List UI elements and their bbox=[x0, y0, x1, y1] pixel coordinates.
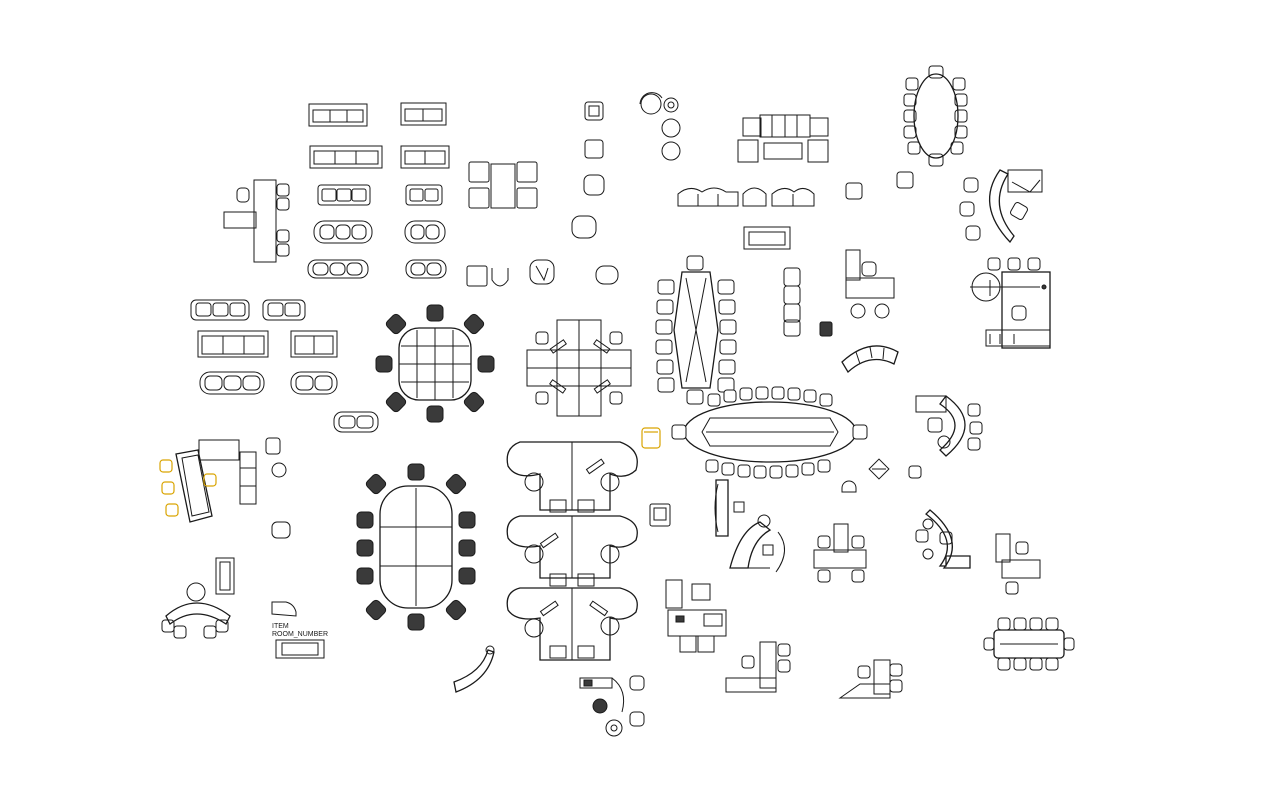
small-conference-table-right bbox=[983, 617, 1075, 671]
armchair-column bbox=[571, 101, 605, 239]
desk-pair-with-chairs bbox=[813, 523, 867, 583]
sofa-three-seat-3 bbox=[317, 184, 371, 206]
cluster-workstation-row-1 bbox=[506, 441, 638, 513]
sofa-three-seat-2 bbox=[309, 145, 383, 169]
four-person-workstation bbox=[526, 319, 632, 417]
executive-desk bbox=[845, 249, 895, 319]
room-number-label: ROOM_NUMBER bbox=[272, 631, 328, 638]
highlighted-chair bbox=[641, 427, 661, 449]
cluster-workstation-row-2 bbox=[506, 515, 638, 587]
sofa-set-top-middle bbox=[737, 114, 829, 163]
curved-workstation-lower-right bbox=[915, 509, 971, 569]
curved-partition bbox=[453, 645, 495, 693]
oval-conference-table-top bbox=[903, 65, 968, 167]
sofa-two-seat-2 bbox=[400, 145, 450, 169]
sofa-three-seat-4 bbox=[313, 220, 373, 244]
square-meeting-table-eight-chairs bbox=[375, 304, 495, 423]
stacked-chairs-column bbox=[783, 267, 833, 337]
desk-chairs-lower-1 bbox=[725, 641, 791, 693]
sofa-curved-row bbox=[677, 187, 815, 207]
l-shaped-office-desk bbox=[970, 257, 1051, 349]
curved-desk-bottom-left bbox=[161, 557, 235, 639]
armchair-single-mid bbox=[649, 503, 671, 527]
cluster-workstation-row-3 bbox=[506, 587, 638, 661]
office-desk-computer bbox=[665, 579, 727, 653]
curved-workstation-left bbox=[159, 437, 291, 539]
sofa-two-seat-5 bbox=[405, 259, 447, 279]
curved-reception-desk bbox=[959, 169, 1043, 244]
lounge-set-four-chairs bbox=[468, 161, 538, 209]
stool-group-top bbox=[639, 92, 681, 161]
lounge-chairs-row bbox=[466, 259, 619, 287]
desk-single-far-right bbox=[995, 533, 1041, 595]
curved-bench bbox=[841, 345, 899, 374]
item-tag-block: ITEM ROOM_NUMBER bbox=[271, 601, 328, 659]
sofa-group-middle-left bbox=[190, 299, 379, 433]
oval-conference-table-horizontal bbox=[671, 386, 868, 479]
boat-conference-table-vertical bbox=[655, 255, 737, 405]
reception-bottom-center bbox=[579, 675, 645, 737]
sofa-three-seat-1 bbox=[308, 103, 368, 127]
curved-desk-right bbox=[915, 395, 983, 457]
item-label: ITEM bbox=[272, 623, 289, 630]
reception-desk-curved bbox=[714, 479, 785, 573]
small-chairs-pair bbox=[845, 171, 914, 200]
small-stools-right bbox=[841, 458, 922, 493]
rounded-conference-table-lower bbox=[356, 463, 476, 631]
sofa-two-seat-1 bbox=[400, 102, 447, 126]
desk-chairs-lower-2 bbox=[838, 659, 903, 699]
sofa-two-seat-3 bbox=[405, 184, 443, 206]
loveseat-small bbox=[743, 226, 791, 250]
workstation-desk-left bbox=[223, 179, 290, 263]
sofa-two-seat-4 bbox=[404, 220, 446, 244]
sofa-three-seat-5 bbox=[307, 259, 369, 279]
